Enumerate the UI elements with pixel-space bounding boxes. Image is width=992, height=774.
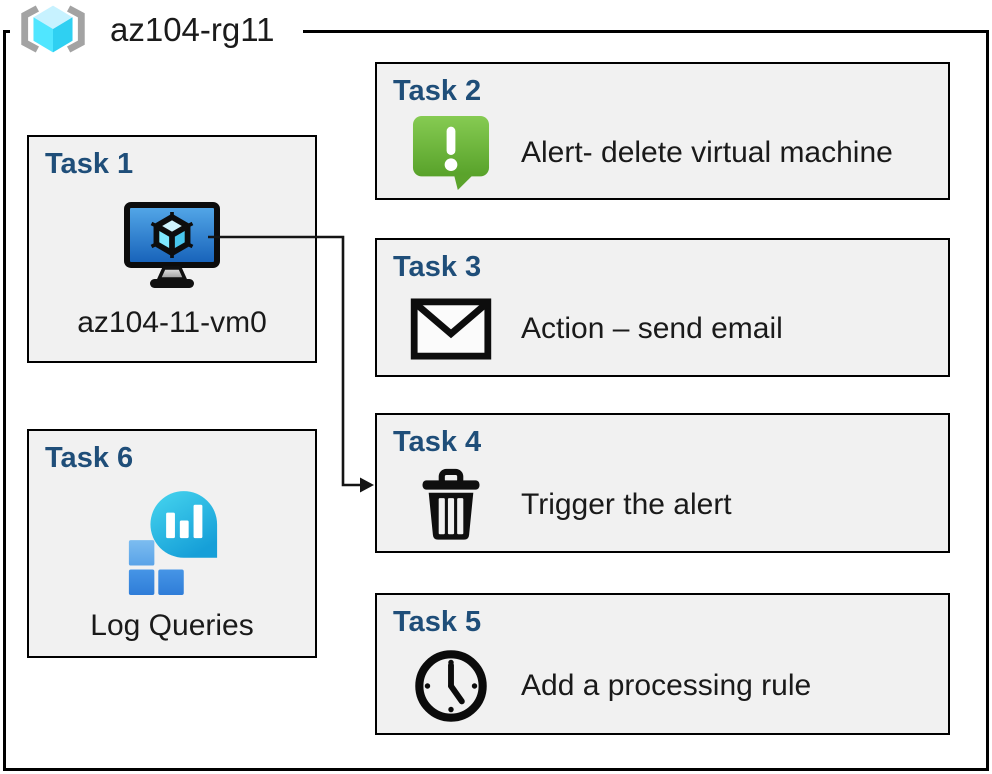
task4-content: Trigger the alert — [409, 459, 948, 551]
task2-box: Task 2 Alert- delete virtual machine — [375, 62, 950, 200]
trash-icon — [409, 461, 493, 549]
alert-icon — [409, 114, 493, 192]
resource-group-legend: az104-rg11 — [10, 3, 303, 55]
task2-label: Alert- delete virtual machine — [521, 135, 893, 169]
task2-content: Alert- delete virtual machine — [409, 108, 948, 198]
task2-title: Task 2 — [393, 75, 482, 107]
task4-title: Task 4 — [393, 426, 482, 458]
task1-label: az104-11-vm0 — [77, 305, 267, 339]
task3-title: Task 3 — [393, 251, 482, 283]
task3-content: Action – send email — [409, 284, 948, 375]
task5-title: Task 5 — [393, 606, 482, 638]
task5-box: Task 5 Add a processing rule — [375, 593, 950, 735]
task4-label: Trigger the alert — [521, 487, 732, 521]
task3-box: Task 3 Action – send email — [375, 238, 950, 377]
task3-label: Action – send email — [521, 312, 783, 346]
resource-group-icon — [12, 3, 94, 55]
task5-label: Add a processing rule — [521, 668, 812, 702]
clock-icon — [409, 648, 493, 724]
task6-content: Log Queries — [29, 475, 315, 656]
resource-group-label: az104-rg11 — [110, 10, 275, 48]
task6-title: Task 6 — [45, 442, 134, 474]
task1-box: Task 1 — [27, 135, 317, 363]
email-icon — [409, 298, 493, 360]
task1-content: az104-11-vm0 — [29, 181, 315, 361]
task6-box: Task 6 — [27, 429, 317, 658]
task6-label: Log Queries — [90, 609, 254, 643]
log-analytics-icon — [123, 487, 221, 601]
task4-box: Task 4 Trigger the alert — [375, 413, 950, 553]
task5-content: Add a processing rule — [409, 639, 948, 733]
task1-title: Task 1 — [45, 148, 134, 180]
virtual-machine-icon — [124, 201, 220, 290]
